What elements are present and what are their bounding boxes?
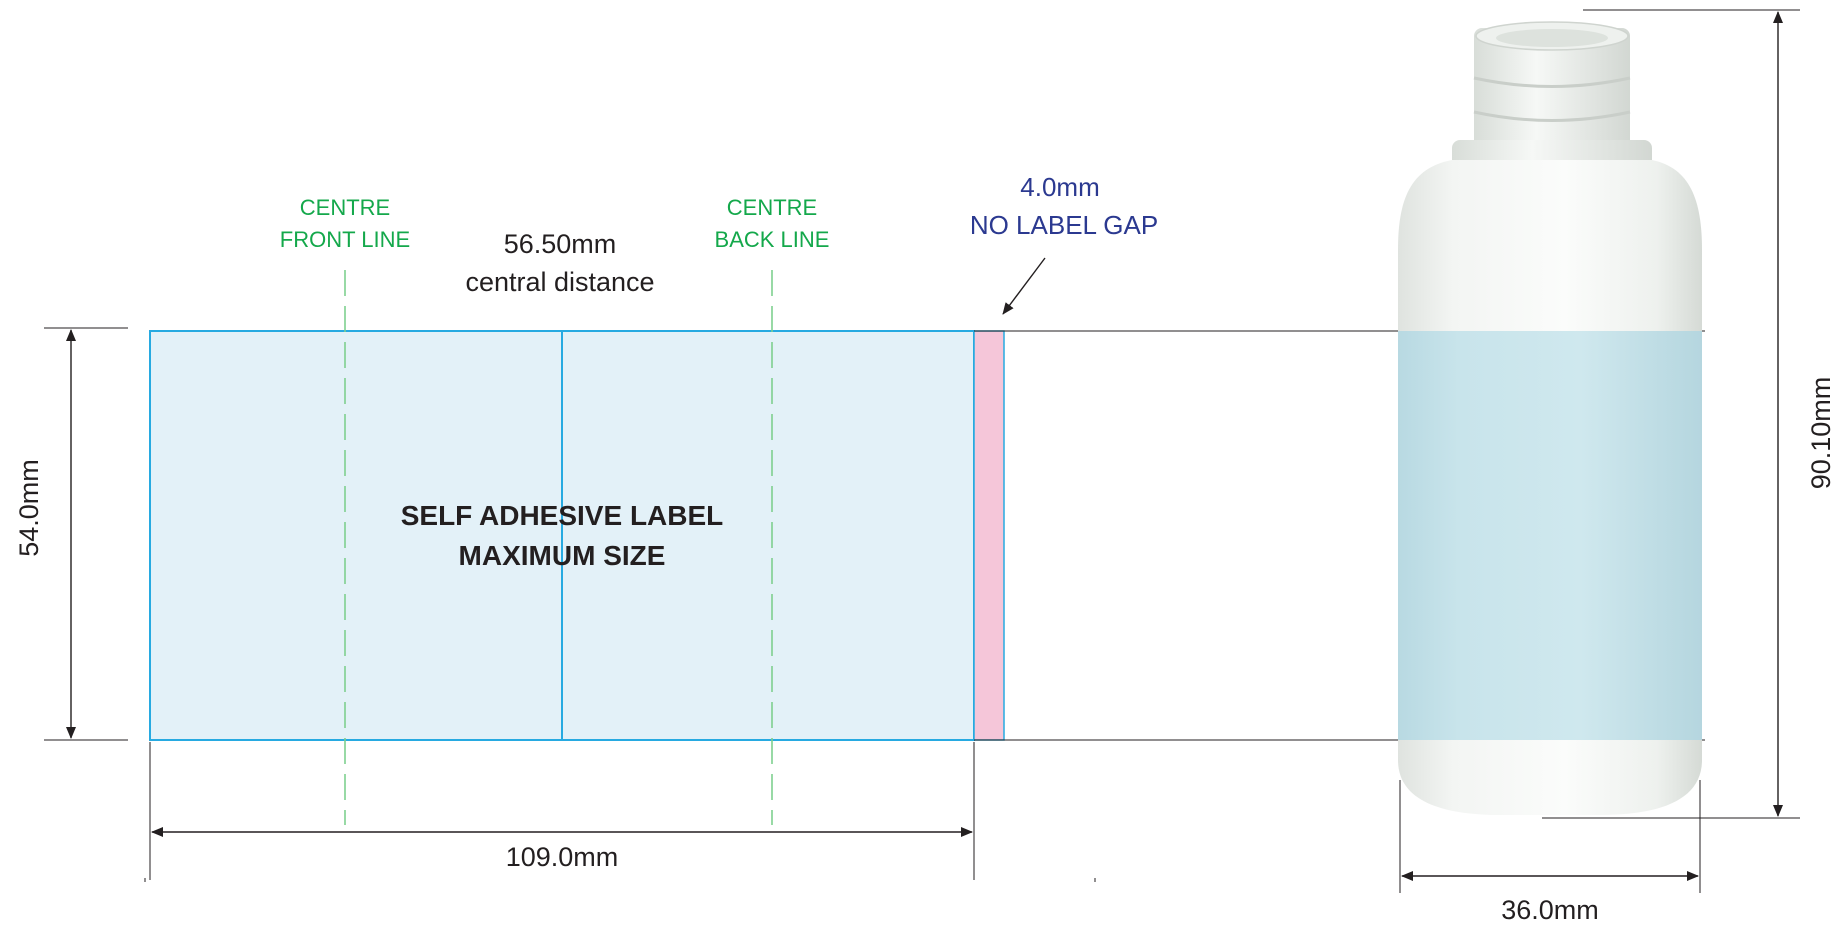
central-distance-value: 56.50mm — [504, 229, 617, 259]
bottle-label-band — [1398, 331, 1702, 740]
label-area — [149, 330, 1005, 741]
label-width-text: 109.0mm — [506, 842, 619, 872]
no-label-gap-arrow — [1002, 257, 1046, 315]
no-label-gap-strip — [973, 330, 1005, 741]
centre-front-line2: FRONT LINE — [280, 227, 410, 252]
bottle-neck — [1474, 28, 1630, 156]
label-height-text: 54.0mm — [14, 459, 44, 557]
centre-back-line1: CENTRE — [727, 195, 817, 220]
no-label-gap-caption: NO LABEL GAP — [970, 210, 1158, 240]
bottle — [1398, 21, 1702, 815]
no-label-gap-value: 4.0mm — [1020, 172, 1099, 202]
label-area-title-line1: SELF ADHESIVE LABEL — [401, 500, 724, 531]
centre-back-line2: BACK LINE — [715, 227, 830, 252]
central-distance-caption: central distance — [465, 267, 654, 297]
centre-front-line1: CENTRE — [300, 195, 390, 220]
bottle-height-text: 90.10mm — [1806, 377, 1836, 490]
bottle-diameter-text: 36.0mm — [1501, 895, 1599, 925]
label-area-title-line2: MAXIMUM SIZE — [459, 540, 666, 571]
